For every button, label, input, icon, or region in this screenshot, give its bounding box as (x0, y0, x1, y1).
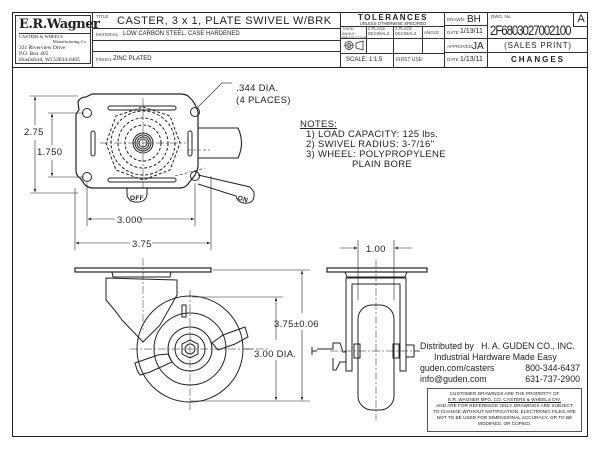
disclaimer-line: CUSTOMER DRAWINGS ARE THE PROPERTY OF (449, 391, 560, 396)
front-view (311, 260, 428, 420)
distributor-phone-1: 800-344-6437 (525, 363, 580, 373)
hole-dia-label: .344 DIA. (236, 83, 278, 94)
notes-heading: NOTES: (300, 119, 338, 130)
distributor-phone-2: 631-737-2900 (525, 374, 580, 384)
third-angle-projection-icon (344, 40, 364, 51)
revision-letter: A (573, 12, 588, 27)
company-logo: E.R.Wagner (19, 17, 100, 32)
scale-value: SCALE: 1:1.5 (346, 57, 383, 63)
tolerances-heading: TOLERANCES (358, 13, 428, 22)
distributor-email[interactable]: info@guden.com (420, 374, 487, 384)
front-view-dimensions (340, 240, 420, 352)
tolerances-subheading: UNLESS OTHERWISE SPECIFIED (359, 21, 427, 26)
sales-print-label: (SALES PRINT) (488, 39, 588, 53)
two-place-label: 2 PLACE DECIMALS (368, 26, 390, 36)
finish-label: FINISH: (96, 57, 113, 62)
distributor-website[interactable]: guden.com/casters (420, 363, 495, 373)
drawing-title: CASTER, 3 x 1, PLATE SWIVEL W/BRK (117, 15, 332, 27)
company-logo-box: E.R.Wagner CASTERS & WHEELS Manufacturin… (15, 15, 100, 64)
distributor-name: Distributed by H. A. GUDEN CO., INC. (420, 341, 575, 351)
approved-date-cell: DATE: 1/13/11 (445, 53, 488, 67)
brake-on-label: ON (237, 195, 249, 204)
tagline-right: Manufacturing Co. (52, 39, 87, 44)
approved-cell: APPROVED: JA (445, 39, 488, 53)
dwg-number-cell: DWG. No. 2F6803027002100 A (488, 12, 588, 39)
bolt-horizontal-label: 3.000 (117, 215, 142, 226)
tolerances-block: TOLERANCES UNLESS OTHERWISE SPECIFIED TH… (341, 12, 445, 67)
distributor-slogan: Industrial Hardware Made Easy (434, 352, 557, 362)
date-label: DATE: (447, 57, 460, 62)
material-value: LOW CARBON STEEL, CASE HARDENED (123, 31, 240, 37)
title-label: TITLE: (96, 14, 110, 19)
material-cell: MATERIAL: LOW CARBON STEEL, CASE HARDENE… (92, 29, 341, 41)
note-item: 3) WHEEL: POLYPROPYLENE (306, 149, 446, 160)
title-cell: TITLE: CASTER, 3 x 1, PLATE SWIVEL W/BRK (92, 12, 341, 29)
disclaimer-line: NOT TO BE USED FOR DIMENSIONAL ACCURACY,… (436, 415, 573, 420)
plate-width-label: 3.75 (132, 239, 152, 250)
material-label: MATERIAL: (96, 32, 120, 37)
first-use-label: FIRST USE: (396, 57, 424, 63)
tagline-left: CASTERS & WHEELS (19, 34, 63, 39)
disclaimer-line: TO CHANGE WITHOUT NOTIFICATION. ELECTRON… (433, 409, 576, 414)
top-view (75, 93, 255, 204)
title-block: E.R.Wagner CASTERS & WHEELS Manufacturin… (12, 12, 588, 68)
three-place-label: 3 PLACE DECIMALS (395, 26, 417, 36)
dwg-number: 2F6803027002100 (490, 22, 571, 38)
hole-places-label: (4 PLACES) (236, 95, 291, 106)
drawn-date: 1/13/11 (460, 28, 483, 35)
plate-height-label: 2.75 (24, 127, 44, 138)
finish-value: ZINC PLATED (113, 56, 152, 62)
approved-by: JA (472, 41, 484, 52)
note-item: 2) SWIVEL RADIUS: 3-7/16" (306, 139, 435, 150)
disclaimer-line: E.R. WAGNER MFG. CO. CASTERS & WHEELS DI… (448, 397, 561, 402)
bolt-vertical-label: 1.750 (37, 147, 62, 158)
dwg-label: DWG. No. (491, 14, 512, 19)
company-tagline: CASTERS & WHEELS Manufacturing Co. (19, 33, 91, 44)
side-view (74, 258, 270, 410)
distributor-block: Distributed by H. A. GUDEN CO., INC. Ind… (420, 341, 580, 385)
blank-cell (92, 41, 341, 52)
address-line: P.O. Box 405 (19, 51, 49, 57)
disclaimer-box: CUSTOMER DRAWINGS ARE THE PROPERTY OF E.… (427, 388, 582, 432)
note-item: PLAIN BORE (352, 159, 413, 170)
disclaimer-line: MODIFIED, OR COPIED. (477, 421, 532, 426)
notes-block: NOTES: 1) LOAD CAPACITY: 125 lbs. 2) SWI… (300, 120, 446, 170)
angle-label: ANGLE (424, 30, 440, 35)
disclaimer-line: AND ARE FOR REFERENCE ONLY. DRAWINGS ARE… (436, 403, 573, 408)
side-view-dimensions (190, 269, 310, 402)
changes-label: CHANGES (510, 55, 565, 64)
wheel-dia-label: 3.00 DIA. (254, 349, 296, 360)
address-line: Hustisford, WI 53034-0405 (19, 57, 80, 63)
address-line: 331 Riverview Drive (19, 45, 66, 51)
drawing-frame (12, 12, 588, 437)
note-item: 1) LOAD CAPACITY: 125 lbs. (306, 129, 439, 140)
brake-off-label: OFF (130, 195, 144, 202)
drawn-cell: DRAWN: BH (445, 12, 488, 26)
approved-date: 1/13/11 (460, 56, 483, 63)
drawn-by: BH (467, 14, 481, 25)
top-view-dimensions (30, 82, 232, 250)
date-label: DATE: (447, 30, 460, 35)
approved-label: APPROVED: (447, 44, 474, 49)
wheel-width-label: 1.00 (366, 244, 386, 255)
drawn-label: DRAWN: (447, 17, 466, 22)
company-address: 331 Riverview Drive P.O. Box 405 Hustisf… (19, 45, 80, 63)
overall-height-label: 3.75±0.06 (274, 319, 319, 330)
finish-cell: FINISH: ZINC PLATED (92, 52, 341, 67)
drawn-date-cell: DATE: 1/13/11 (445, 26, 488, 39)
